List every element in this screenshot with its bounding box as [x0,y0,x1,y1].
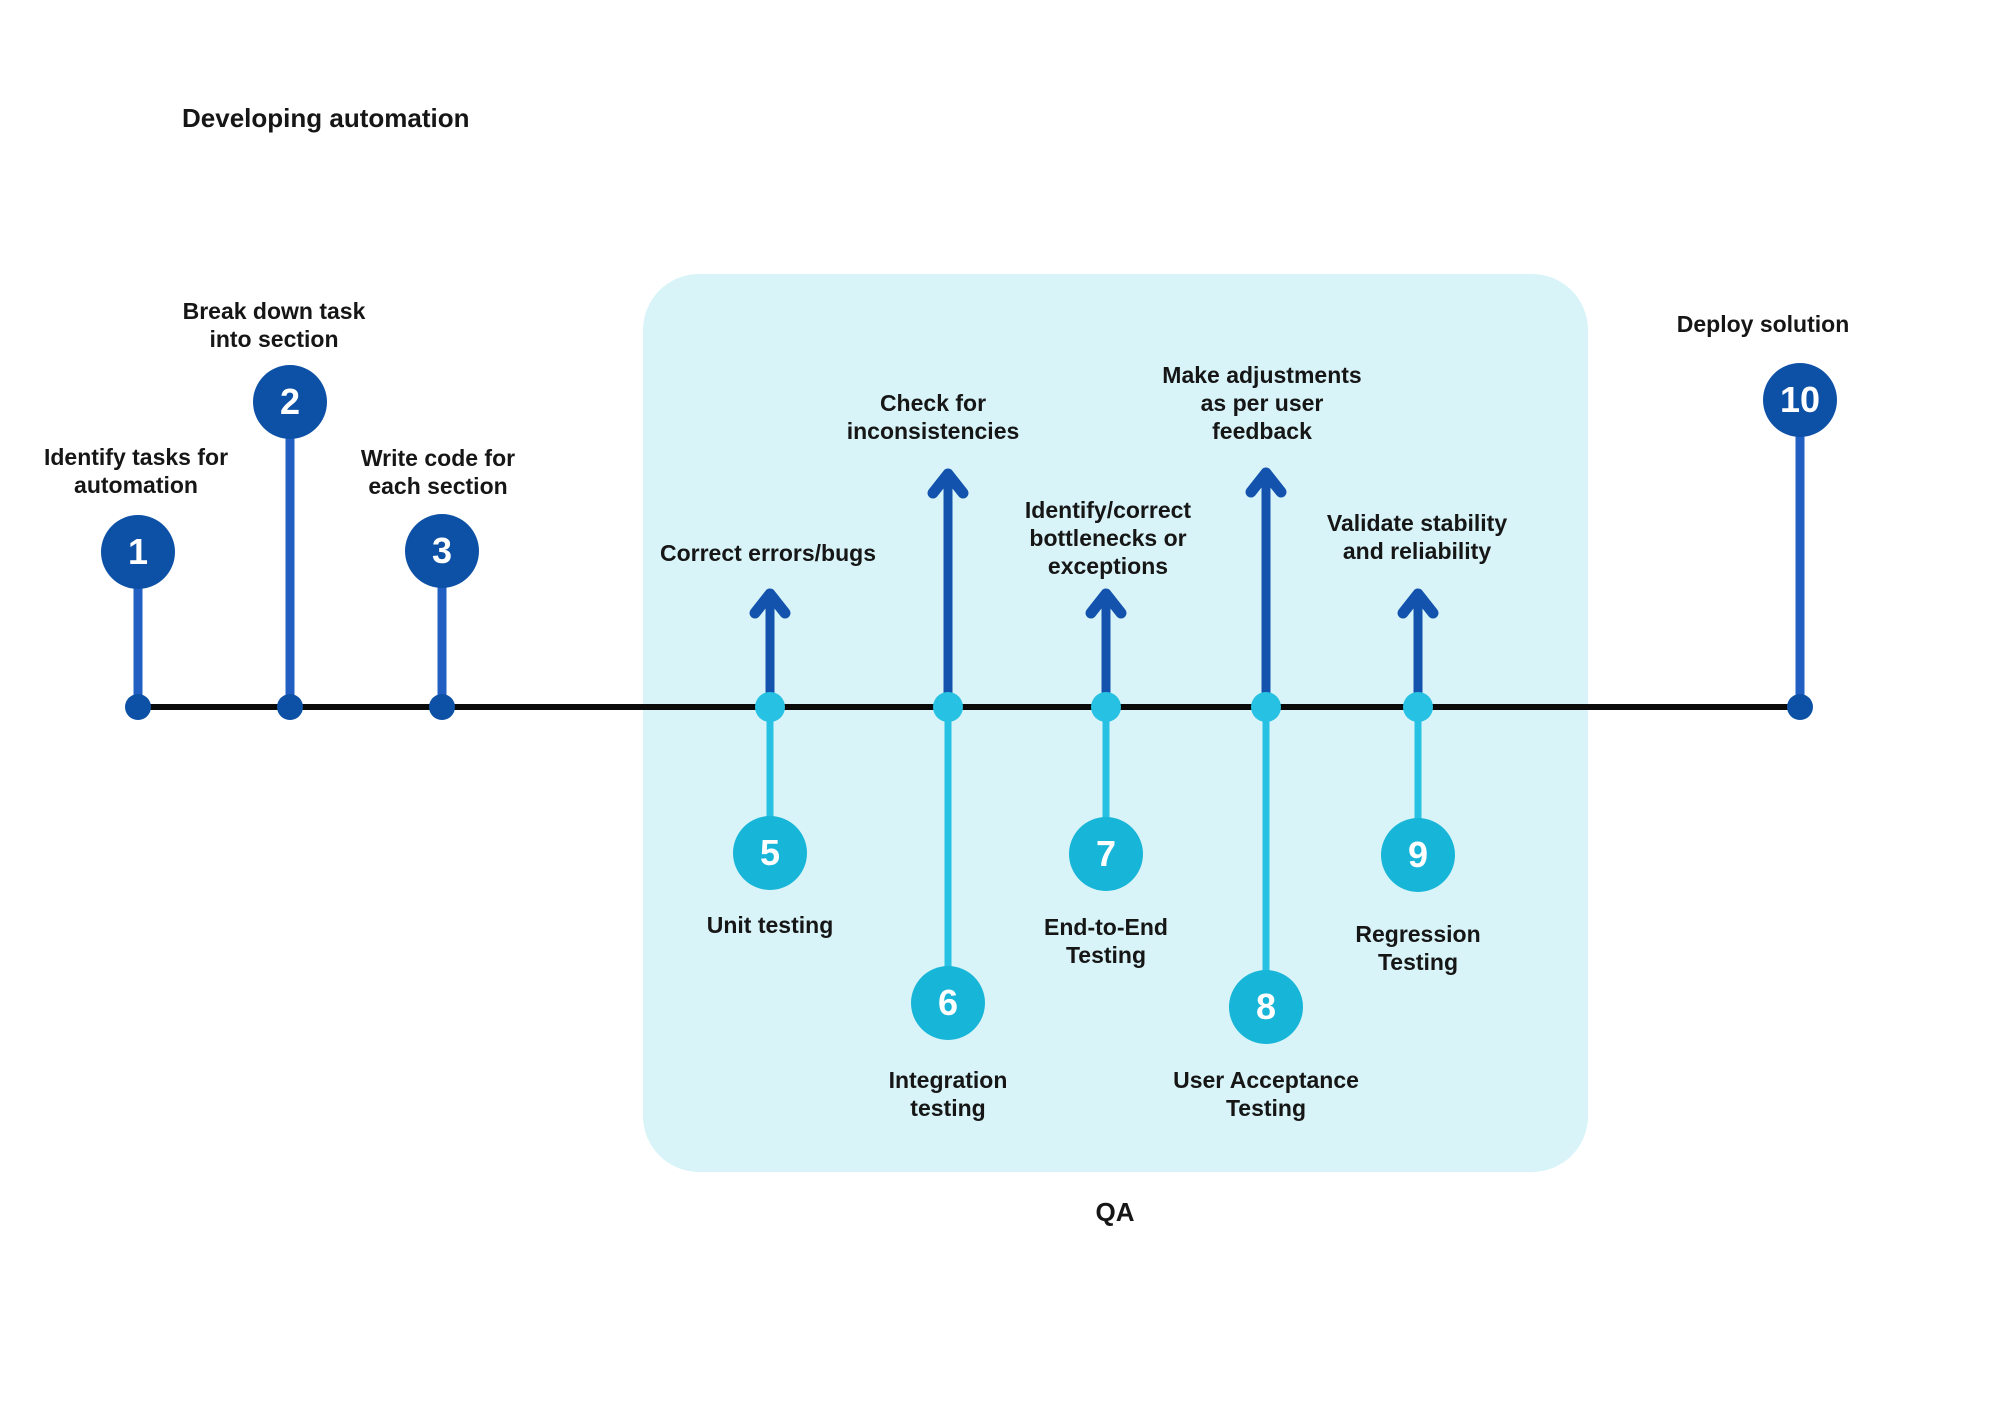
step-9-circle: 9 [1381,818,1455,892]
step-10-label: Deploy solution [1676,311,1850,337]
step-10-stem [1795,428,1805,707]
step-2-stem [285,430,295,707]
step-3-timeline-dot [429,694,455,720]
step-7-timeline-dot [1091,692,1121,722]
qa-zone [643,274,1588,1172]
step-9-timeline-dot [1403,692,1433,722]
step-8-timeline-dot [1251,692,1281,722]
step-2-circle: 2 [253,365,327,439]
step-6-timeline-dot [933,692,963,722]
step-6-circle: 6 [911,966,985,1040]
step-1-number: 1 [127,531,149,572]
step-5-circle: 5 [733,816,807,890]
step-3-label: Write code for each section [360,445,516,499]
step-1-label: Identify tasks for automation [43,444,229,498]
step-5-number: 5 [759,832,781,873]
step-7-arrow-label: Identify/correct bottlenecks or exceptio… [1024,497,1192,579]
step-9-arrow-label: Validate stability and reliability [1326,510,1508,564]
arrow-up-icon [1245,467,1287,707]
step-5-stem [766,707,774,823]
arrow-up-icon [749,588,791,707]
step-5-timeline-dot [755,692,785,722]
step-1-timeline-dot [125,694,151,720]
timeline-line [138,704,1800,710]
step-5-label: Unit testing [706,912,834,938]
arrow-up-icon [1397,588,1439,707]
arrow-up-icon [927,468,969,707]
step-7-circle: 7 [1069,817,1143,891]
step-3-number: 3 [431,530,453,571]
step-3-stem [437,579,447,707]
step-8-label: User Acceptance Testing [1173,1067,1359,1121]
step-8-circle: 8 [1229,970,1303,1044]
step-1-circle: 1 [101,515,175,589]
step-7-label: End-to-End Testing [1044,914,1168,968]
step-8-stem [1262,707,1270,977]
qa-zone-label: QA [1095,1197,1135,1227]
step-6-number: 6 [937,982,959,1023]
step-1-stem [133,580,143,707]
step-10-circle: 10 [1763,363,1837,437]
step-9-stem [1414,707,1422,825]
step-8-number: 8 [1255,986,1277,1027]
step-6-stem [944,707,952,973]
step-9-label: Regression Testing [1355,921,1481,975]
diagram-title: Developing automation [182,103,470,133]
step-2-label: Break down task into section [182,298,366,352]
step-6-arrow-label: Check for inconsistencies [846,390,1020,444]
step-6-label: Integration testing [888,1067,1008,1121]
step-10-timeline-dot [1787,694,1813,720]
arrow-up-icon [1085,588,1127,707]
step-2-number: 2 [279,381,301,422]
step-5-arrow-label: Correct errors/bugs [659,540,877,566]
step-2-timeline-dot [277,694,303,720]
step-9-number: 9 [1407,834,1429,875]
step-7-stem [1102,707,1110,824]
step-3-circle: 3 [405,514,479,588]
step-10-number: 10 [1779,379,1821,420]
step-7-number: 7 [1095,833,1117,874]
step-8-arrow-label: Make adjustments as per user feedback [1162,362,1362,444]
